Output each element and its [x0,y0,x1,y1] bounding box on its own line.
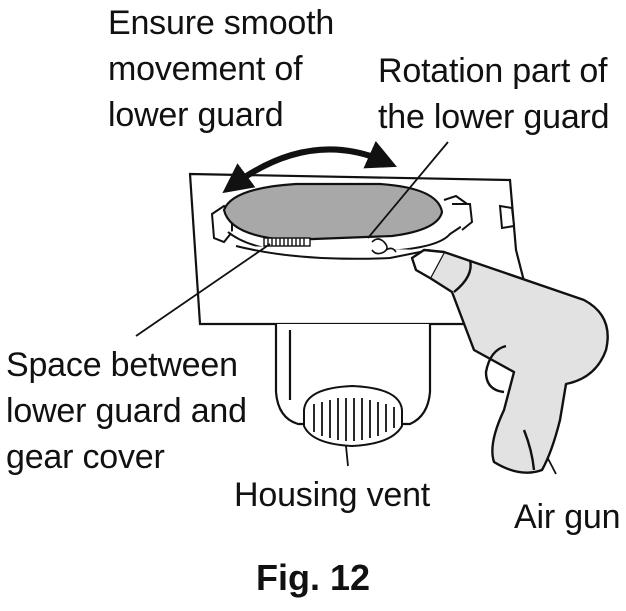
housing-vent [303,384,403,448]
air-gun [410,248,609,474]
housing-vent-label: Housing vent [234,476,431,514]
smooth-movement-label: Ensure smooth movement of lower guard [108,4,335,134]
air-gun-label: Air gun [514,498,621,536]
rotation-part-label: Rotation part of the lower guard [378,52,610,136]
lower-guard [222,182,444,242]
space-between-label: Space between lower guard and gear cover [6,346,247,476]
air-puff [371,238,397,255]
figure-caption: Fig. 12 [255,557,371,598]
gear-teeth [263,237,311,247]
rotation-arrow [222,140,397,194]
